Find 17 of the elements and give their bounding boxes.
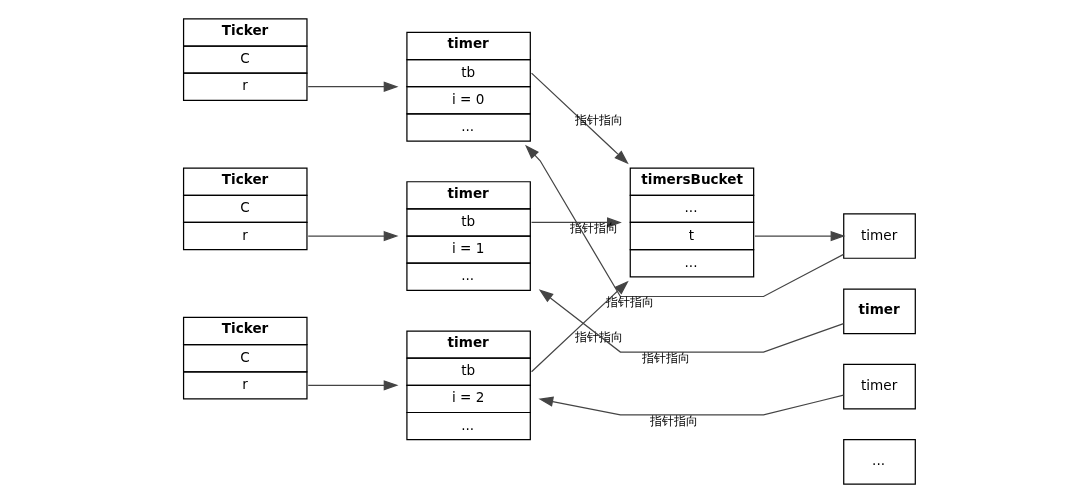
arrow — [307, 81, 399, 92]
arrow — [525, 144, 845, 297]
edge-label: 指针指向 — [575, 329, 624, 344]
arrow — [538, 288, 845, 353]
arrow — [754, 230, 846, 241]
arrow — [530, 280, 629, 372]
arrow — [307, 379, 399, 391]
edge-label: 指针指向 — [605, 294, 654, 309]
node-box: timer — [843, 212, 916, 259]
node-box: timer — [843, 363, 916, 409]
edge-label: 指针指向 — [641, 350, 690, 365]
arrow — [530, 72, 629, 164]
arrow — [307, 230, 399, 241]
edge-label: 指针指向 — [649, 413, 698, 428]
arrow — [538, 394, 845, 416]
node-box: ... — [843, 438, 916, 485]
node-box: timer — [843, 288, 916, 334]
